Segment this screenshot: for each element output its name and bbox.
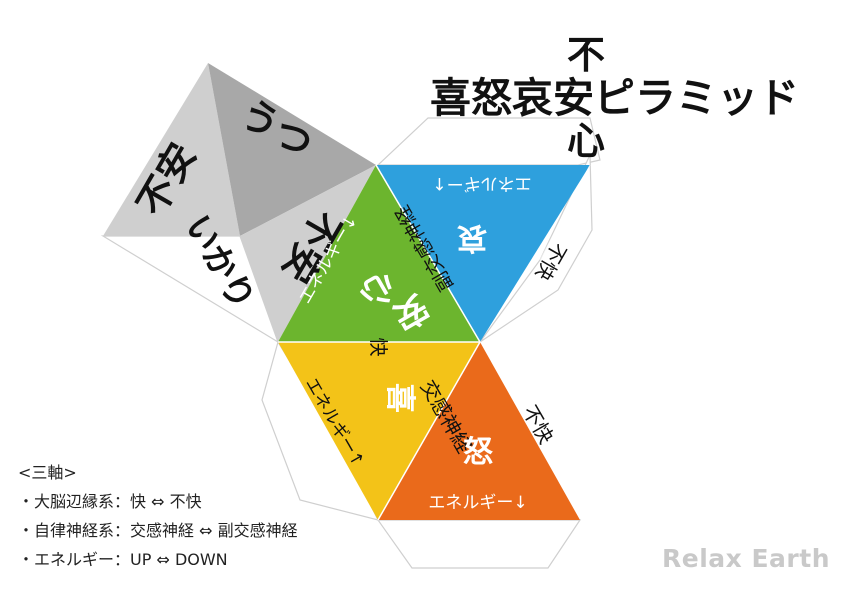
face-fuan-top [103,63,240,236]
face-utsu [208,63,376,236]
face-fuan-mid [240,165,376,342]
face-do [378,342,580,520]
legend-item: ・エネルギー：UP ⇔ DOWN [18,550,228,569]
face-ki [278,342,480,520]
label-do: 怒 [463,435,493,470]
title-bottom-char: 心 [567,119,606,163]
edge-energy-do: エネルギー↓ [428,493,527,513]
legend-item: ・自律神経系：交感神経 ⇔ 副交感神経 [18,521,298,540]
page-title: 喜怒哀安ピラミッド [430,74,799,122]
label-ki: 喜 [382,383,417,413]
axis-legend: <三軸> ・大脳辺縁系：快 ⇔ 不快 ・自律神経系：交感神経 ⇔ 副交感神経 ・… [18,458,298,574]
outline-right [479,154,593,343]
brand-logo: Relax Earth [662,544,830,573]
face-ai [376,165,590,342]
title-block: 不 喜怒哀安ピラミッド 心 [430,14,830,163]
face-anshin [278,165,480,342]
outline-bottom [376,519,582,569]
legend-heading: <三軸> [18,463,77,482]
title-top-char: 不 [567,33,606,77]
label-ai: 哀 [457,220,487,255]
edge-kai: 快 [367,337,389,356]
legend-item: ・大脳辺縁系：快 ⇔ 不快 [18,492,202,511]
edge-energy-top: エネルギー↑ [432,173,531,193]
